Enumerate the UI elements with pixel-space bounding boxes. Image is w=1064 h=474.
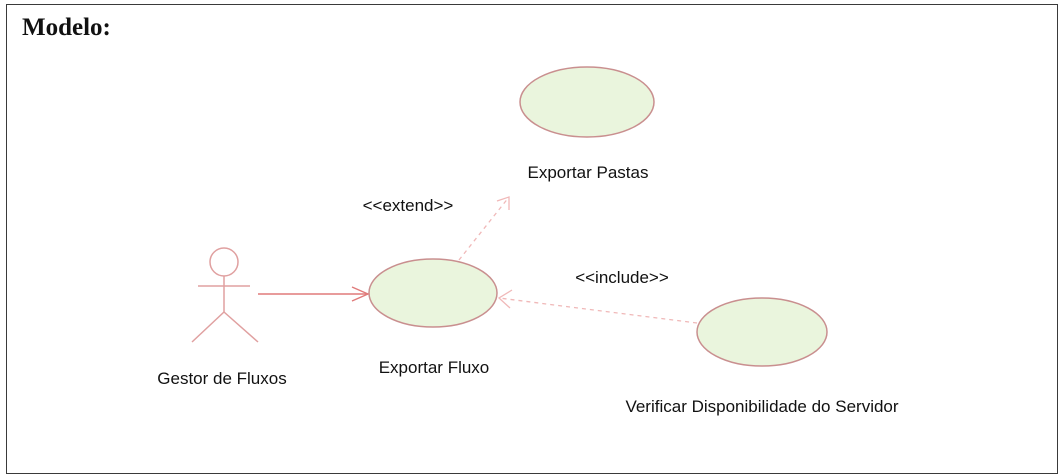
extend-arrow [458,196,510,261]
actor-gestor-de-fluxos[interactable] [191,247,259,343]
include-arrow [497,289,698,324]
use-case-exportar-pastas-label: Exportar Pastas [528,163,649,182]
actor-label: Gestor de Fluxos [157,369,286,388]
actor-right-leg [223,311,259,343]
include-label: <<include>> [575,268,669,287]
actor-left-leg [191,311,225,343]
use-case-exportar-fluxo-label: Exportar Fluxo [379,358,490,377]
use-case-diagram: Gestor de Fluxos Exportar Pastas Exporta… [157,66,899,416]
actor-head [209,247,239,277]
use-case-exportar-fluxo[interactable] [368,258,498,328]
association-arrow [258,286,370,302]
diagram-title: Modelo: [22,14,111,41]
use-case-verificar-disponibilidade[interactable] [696,297,828,367]
use-case-exportar-pastas[interactable] [519,66,655,138]
use-case-verificar-disponibilidade-label: Verificar Disponibilidade do Servidor [625,397,898,416]
extend-label: <<extend>> [363,196,454,215]
